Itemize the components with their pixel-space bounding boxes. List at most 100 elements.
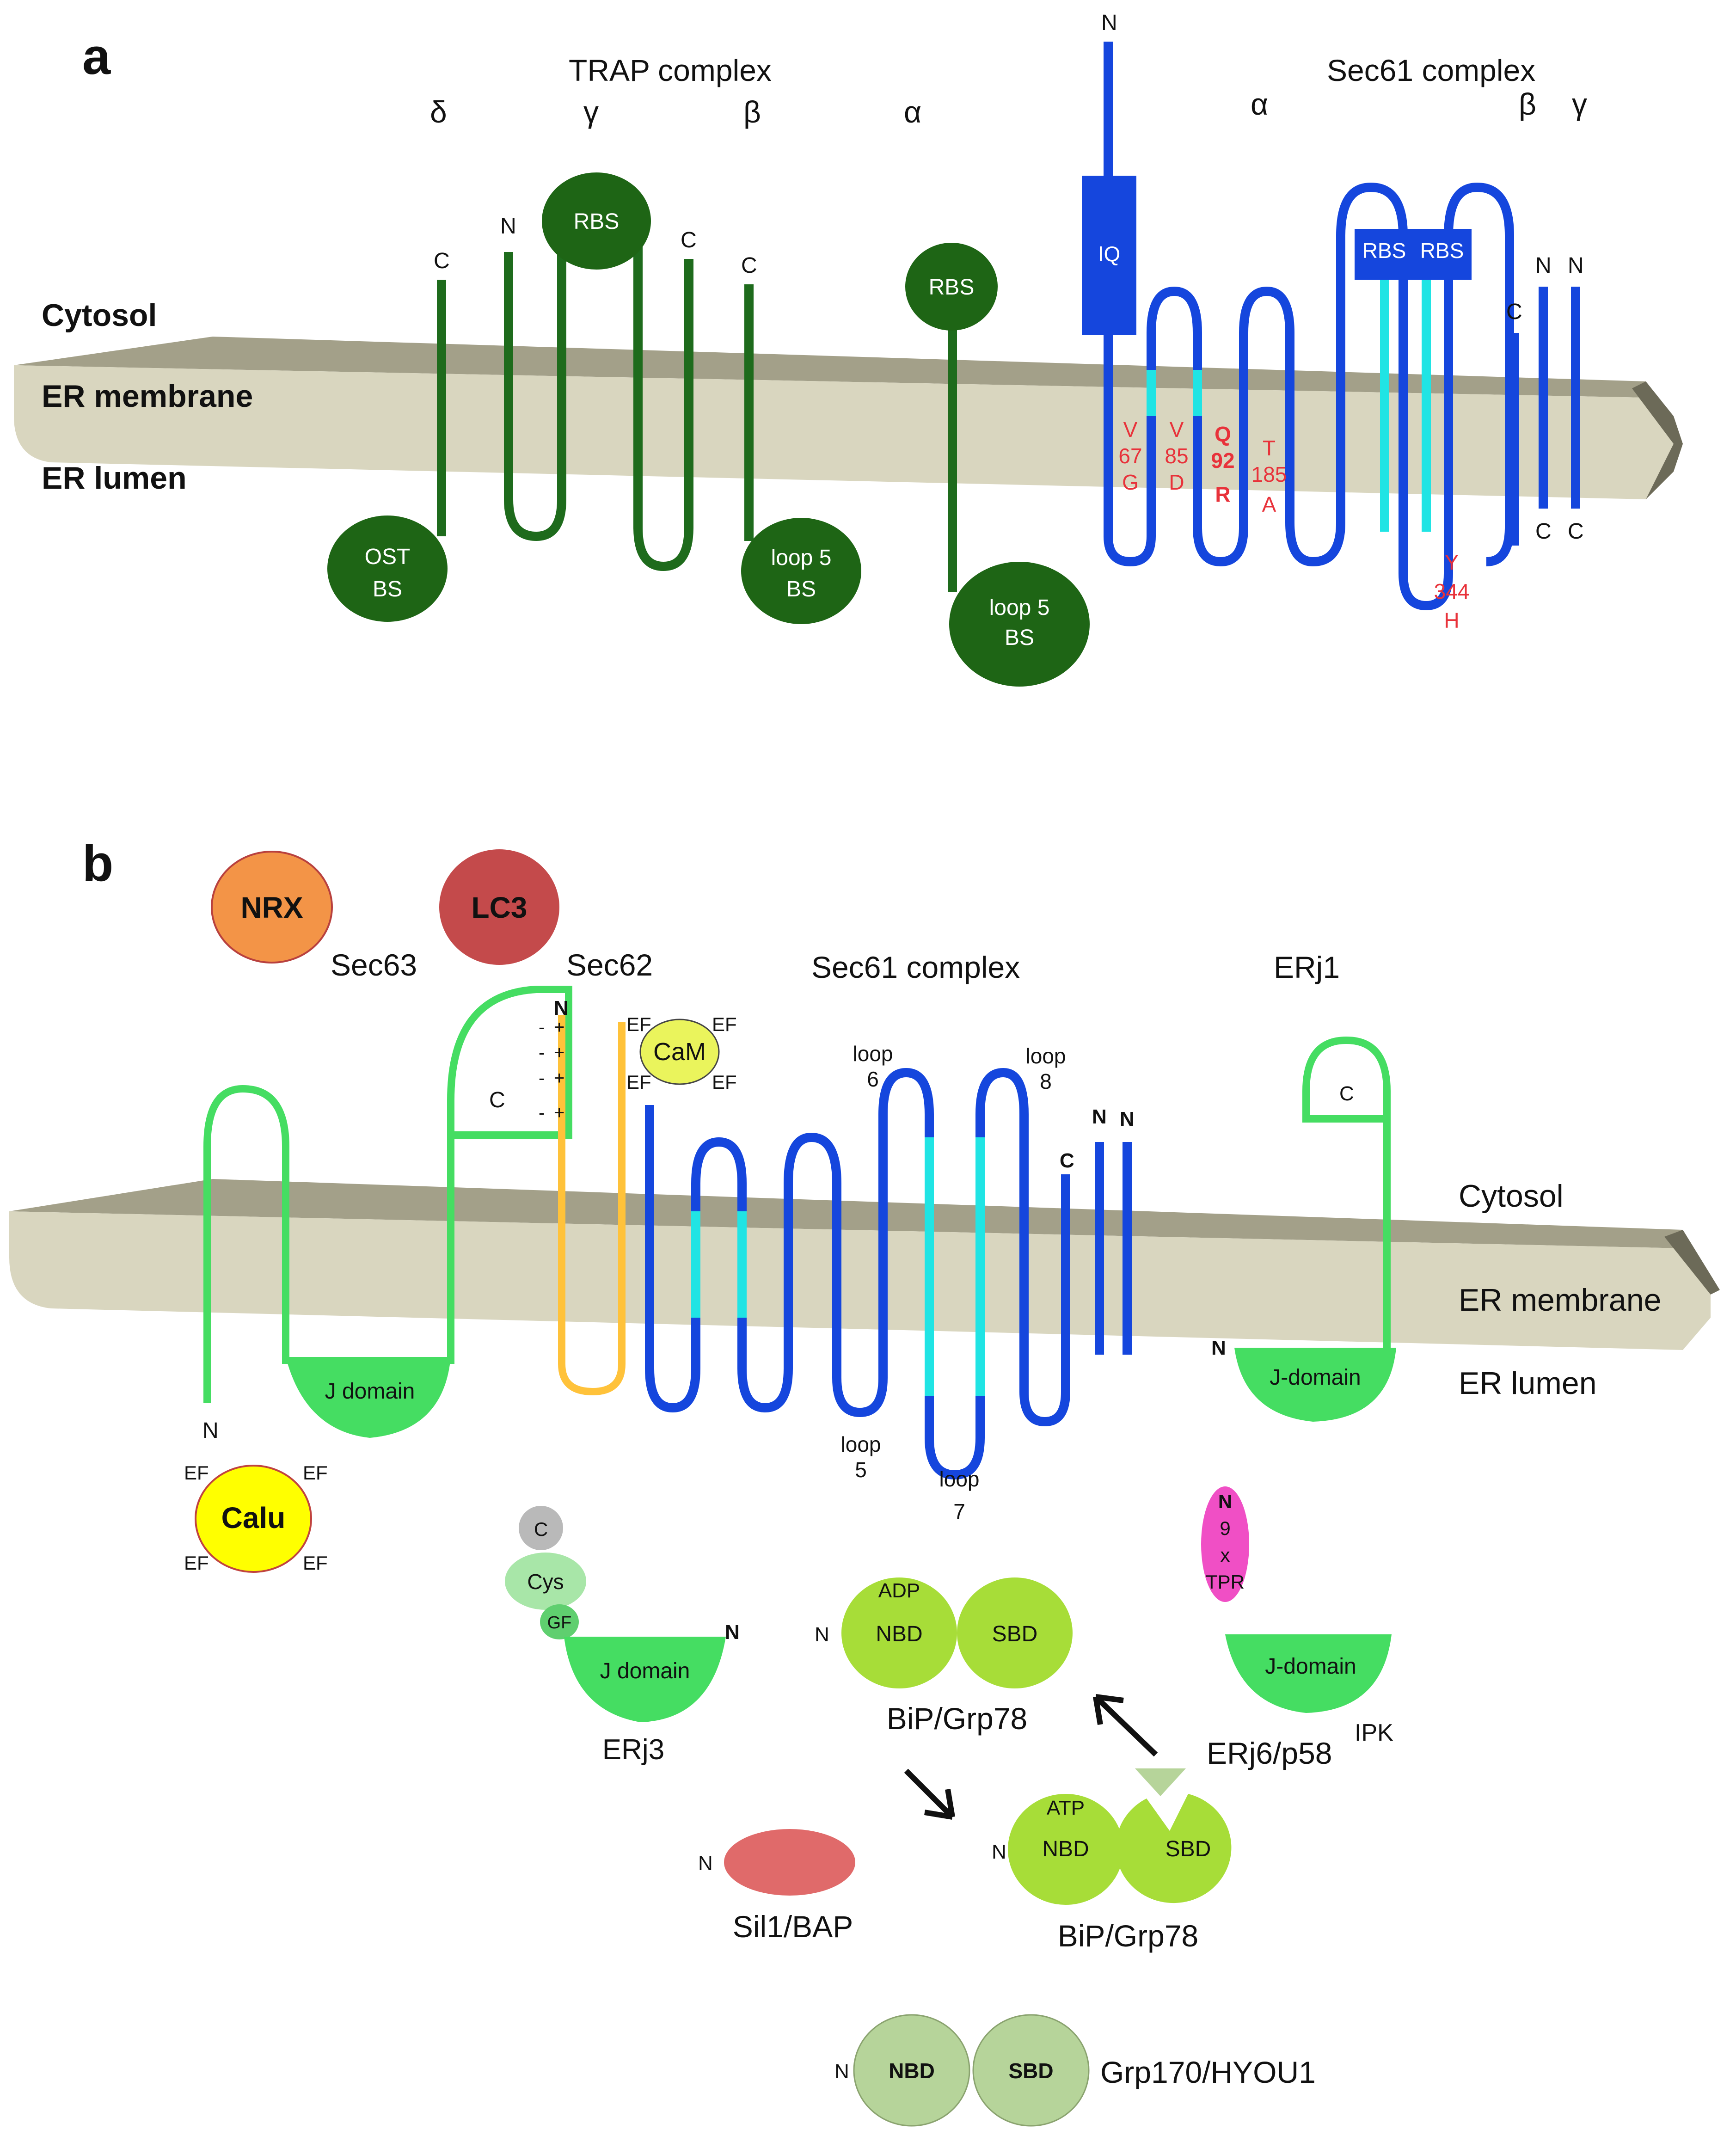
erj6-superscript: IPK (1355, 1719, 1393, 1746)
svg-text:N: N (815, 1623, 829, 1646)
sec61-beta-gamma-b (1095, 1142, 1132, 1355)
svg-text:+: + (554, 1103, 564, 1123)
panel-a: a Cytosol ER membrane ER lumen TRAP comp… (14, 11, 1683, 687)
trap-complex-title: TRAP complex (569, 53, 772, 87)
svg-text:92: 92 (1211, 448, 1234, 473)
sec61-rbs-right: RBS (1412, 229, 1472, 280)
svg-text:+: + (554, 1043, 564, 1063)
panel-b: b Cytosol ER membrane ER lumen NRX LC3 S… (9, 835, 1720, 2127)
trap-gamma (504, 243, 693, 571)
er-membrane-slab-a (14, 337, 1683, 499)
erj6-p58ipk: N 9 x TPR J-domain ERj6/p58 IPK (1201, 1486, 1393, 1770)
grp170-label: Grp170/HYOU1 (1100, 2055, 1316, 2089)
bip-adp-label: BiP/Grp78 (887, 1701, 1027, 1736)
sec63-c-terminus: C (489, 1088, 505, 1112)
svg-text:N: N (834, 2060, 849, 2083)
lc3-circle: LC3 (439, 849, 559, 965)
sec61-alpha-n-terminus-a: N (1101, 11, 1117, 35)
mutation-v85d: V 85 D (1165, 417, 1188, 494)
svg-text:+: + (554, 1017, 564, 1037)
sec61-alpha-c-terminus-b: C (1060, 1149, 1074, 1172)
trap-beta-loop5-label-2: BS (786, 577, 816, 601)
bip-adp-state: ADP NBD SBD N BiP/Grp78 (815, 1577, 1073, 1736)
sec63 (203, 986, 572, 1403)
svg-text:EF: EF (626, 1071, 651, 1093)
svg-text:7: 7 (953, 1499, 965, 1523)
svg-text:-: - (539, 1017, 545, 1037)
svg-text:NBD: NBD (876, 1622, 922, 1646)
svg-text:H: H (1444, 608, 1459, 632)
sec61-gamma-n-terminus-a: N (1568, 253, 1584, 278)
sil1-label: Sil1/BAP (733, 1909, 853, 1944)
svg-text:EF: EF (184, 1552, 209, 1574)
svg-text:N: N (698, 1852, 713, 1875)
svg-text:G: G (1122, 470, 1139, 494)
svg-text:ADP: ADP (878, 1579, 920, 1602)
sec61-alpha-b-cyan-segments (691, 1137, 985, 1396)
svg-text:NBD: NBD (889, 2059, 935, 2083)
ost-binding-site: OST BS (327, 516, 448, 622)
trap-alpha-loop5-label-2: BS (1005, 626, 1034, 650)
trap-beta-c-terminus: C (741, 253, 757, 278)
trap-alpha-rbs-label: RBS (929, 275, 975, 300)
svg-text:C: C (534, 1518, 548, 1540)
sec61-complex-title-a: Sec61 complex (1327, 53, 1535, 87)
svg-text:loop: loop (1026, 1044, 1066, 1068)
erj1-j-domain: J-domain (1234, 1348, 1396, 1422)
svg-text:loop: loop (841, 1432, 881, 1456)
svg-text:V: V (1170, 417, 1184, 442)
svg-text:V: V (1123, 417, 1138, 442)
svg-text:67: 67 (1118, 444, 1142, 468)
sec63-title: Sec63 (331, 948, 417, 982)
sec61-rbs-left: RBS (1355, 229, 1414, 280)
sec61-rbs-right-label: RBS (1420, 239, 1464, 263)
svg-text:EF: EF (303, 1552, 328, 1574)
svg-text:185: 185 (1251, 462, 1287, 486)
svg-text:T: T (1263, 436, 1276, 460)
trap-delta-c-terminus: C (434, 249, 450, 273)
svg-text:9: 9 (1220, 1517, 1230, 1539)
svg-text:SBD: SBD (1166, 1837, 1211, 1861)
sec61-beta-n-terminus-b: N (1092, 1105, 1107, 1128)
sec61-alpha-label-a: α (1251, 87, 1268, 121)
calu-label: Calu (221, 1501, 286, 1534)
panel-b-letter: b (82, 835, 113, 892)
erj1-c-terminus: C (1339, 1082, 1354, 1105)
svg-text:EF: EF (626, 1013, 651, 1035)
erj3: C Cys GF J domain N ERj3 (505, 1506, 740, 1766)
sec62-title: Sec62 (566, 948, 653, 982)
sec61-alpha-a (1104, 42, 1519, 611)
loop-6-label: loop 6 (853, 1042, 893, 1091)
sec61-gamma-n-terminus-b: N (1120, 1108, 1135, 1130)
mutation-y344h: Y 344 H (1434, 550, 1470, 632)
sec61-gamma-label-a: γ (1572, 87, 1587, 121)
svg-text:N: N (1218, 1491, 1232, 1512)
svg-text:85: 85 (1165, 444, 1188, 468)
svg-text:SBD: SBD (992, 1622, 1038, 1646)
svg-text:EF: EF (184, 1462, 209, 1484)
substrate-triangle (1135, 1768, 1186, 1796)
er-membrane-label-a: ER membrane (42, 379, 253, 414)
sec63-j-domain-label: J domain (325, 1379, 415, 1404)
svg-text:GF: GF (547, 1613, 572, 1633)
sec61-beta-label-a: β (1519, 87, 1536, 121)
cam-label: CaM (653, 1038, 706, 1066)
sec61-complex-title-b: Sec61 complex (811, 950, 1020, 984)
svg-text:x: x (1221, 1544, 1230, 1566)
erj6-label: ERj6/p58 (1207, 1736, 1332, 1770)
svg-text:loop: loop (853, 1042, 893, 1066)
loop-7-label: loop 7 (939, 1467, 980, 1523)
sec61-beta-n-terminus-a: N (1535, 253, 1552, 278)
svg-text:SBD: SBD (1008, 2059, 1053, 2083)
svg-text:5: 5 (855, 1458, 867, 1482)
svg-text:D: D (1169, 470, 1184, 494)
loop-8-label: loop 8 (1026, 1044, 1066, 1093)
sec61-alpha-c-terminus-a: C (1506, 300, 1522, 324)
svg-text:Cys: Cys (527, 1570, 564, 1594)
trap-gamma-n-terminus: N (500, 214, 516, 239)
svg-text:N: N (725, 1621, 740, 1644)
svg-text:TPR: TPR (1206, 1571, 1245, 1593)
loop-5-label: loop 5 (841, 1432, 881, 1482)
erj1-title: ERj1 (1274, 950, 1340, 984)
erj1-n-terminus: N (1211, 1337, 1226, 1359)
